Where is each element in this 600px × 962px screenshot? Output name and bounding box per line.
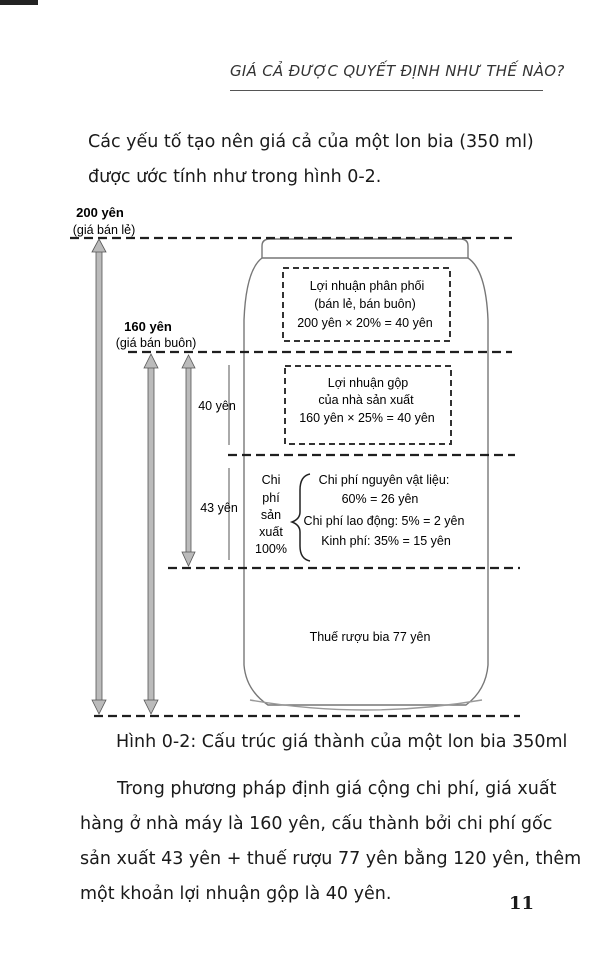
beer-can-outline [243,238,489,711]
gross-profit-subtitle: của nhà sản xuất [318,393,414,407]
prod-cost-word-2: phí [262,491,280,505]
prod-cost-percent: 100% [255,542,287,556]
gross-profit-title: Lợi nhuận gộp [328,376,409,390]
distribution-profit-title: Lợi nhuận phân phối [310,279,425,293]
retail-price-value: 200 yên [76,205,124,220]
body-line-3: sản xuất 43 yên + thuế rượu 77 yên bằng … [80,849,582,869]
distribution-profit-subtitle: (bán lẻ, bán buôn) [314,297,415,311]
labor-cost: Chi phí lao động: 5% = 2 yên [304,514,465,528]
running-head-rule [230,90,543,91]
cost-brace [289,473,311,562]
intro-line-2: được ước tính như trong hình 0-2. [88,167,382,187]
material-cost-value: 60% = 26 yên [342,492,419,506]
liquor-tax-label: Thuế rượu bia 77 yên [310,630,431,644]
price-arrows [91,238,196,715]
top-edge-rule [0,0,38,5]
page-number: 11 [509,893,535,914]
gross-profit-formula: 160 yên × 25% = 40 yên [299,411,435,425]
body-line-1: Trong phương pháp định giá cộng chi phí,… [117,779,557,799]
production-cost-amount: 43 yên [200,501,238,515]
overhead-cost: Kinh phí: 35% = 15 yên [321,534,451,548]
material-cost-label: Chi phí nguyên vật liệu: [319,473,450,487]
intro-line-1: Các yếu tố tạo nên giá cả của một lon bi… [88,132,534,152]
prod-cost-word-3: sản [261,508,281,522]
wholesale-price-label: (giá bán buôn) [116,336,197,350]
gross-profit-amount: 40 yên [198,399,236,413]
body-line-2: hàng ở nhà máy là 160 yên, cấu thành bởi… [80,814,553,834]
gross-profit-box [284,365,452,445]
figure-caption: Hình 0-2: Cấu trúc giá thành của một lon… [116,732,568,752]
body-line-4: một khoản lợi nhuận gộp là 40 yên. [80,884,392,904]
distribution-profit-formula: 200 yên × 20% = 40 yên [297,316,433,330]
retail-price-label: (giá bán lẻ) [73,223,136,237]
distribution-profit-box [282,267,451,342]
wholesale-price-value: 160 yên [124,319,172,334]
prod-cost-word-4: xuất [259,525,283,539]
running-head: GIÁ CẢ ĐƯỢC QUYẾT ĐỊNH NHƯ THẾ NÀO? [230,62,565,80]
price-level-lines [70,236,520,718]
prod-cost-word-1: Chi [262,473,281,487]
